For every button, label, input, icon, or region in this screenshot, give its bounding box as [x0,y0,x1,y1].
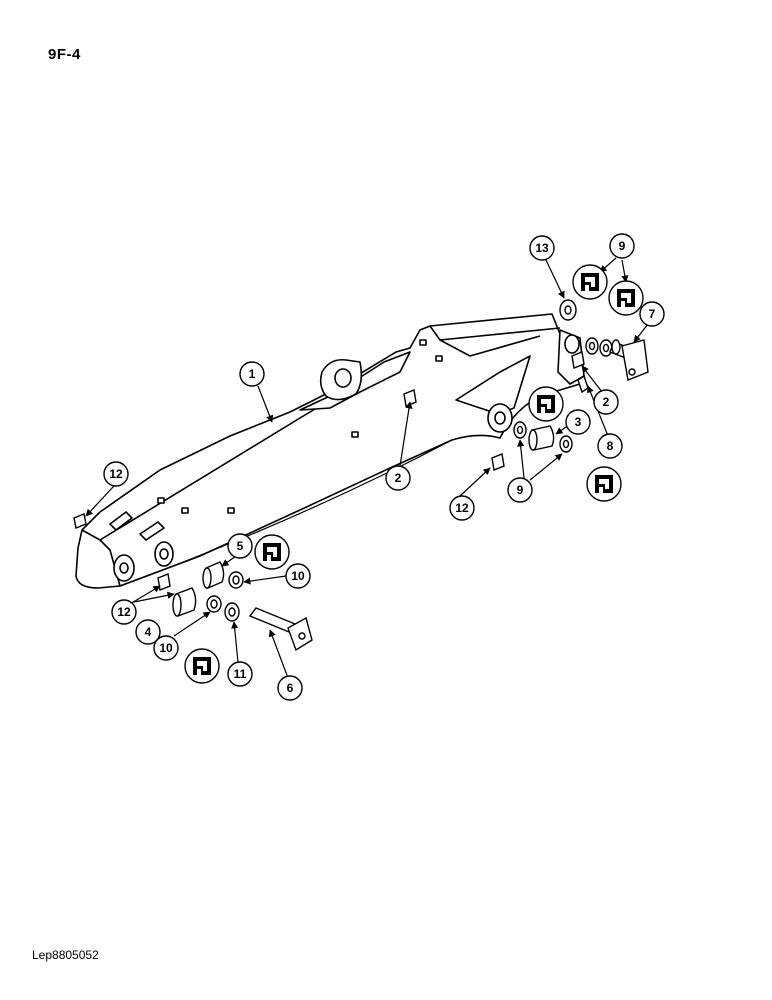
seal-symbols [184,264,644,684]
callout-12c: 12 [449,495,475,521]
page-code: 9F-4 [48,46,81,63]
fitting-rear [571,351,585,369]
grease-nipple-front-bottom [157,573,171,591]
seal-symbol-icon [184,648,220,684]
svg-text:8: 8 [607,439,614,453]
svg-text:10: 10 [291,569,305,583]
callout-2b: 2 [593,389,619,415]
grease-nipple-rear [491,453,505,471]
seal-symbol-icon [528,386,564,422]
svg-text:12: 12 [455,501,469,515]
parts [73,299,649,652]
grease-nipple-front-top [73,513,87,529]
boom-arm [75,313,585,589]
callout-1: 1 [239,361,265,387]
callout-8: 8 [597,433,623,459]
svg-text:13: 13 [535,241,549,255]
bolt-8 [577,374,589,394]
callout-10b: 10 [153,635,179,661]
svg-text:12: 12 [109,467,123,481]
seal-symbol-icon [254,534,290,570]
seal-symbol-icon [608,280,644,316]
callout-13: 13 [529,235,555,261]
svg-text:10: 10 [159,641,173,655]
svg-text:1: 1 [249,367,256,381]
svg-text:12: 12 [117,605,131,619]
callout-12a: 12 [103,461,129,487]
callout-9b: 9 [507,477,533,503]
callout-7: 7 [639,301,665,327]
callout-11: 11 [227,661,253,687]
callout-10a: 10 [285,563,311,589]
svg-text:2: 2 [395,471,402,485]
svg-text:9: 9 [517,483,524,497]
leader-lines [85,257,649,679]
seal-symbol-icon [586,466,622,502]
svg-text:3: 3 [575,415,582,429]
svg-text:6: 6 [287,681,294,695]
svg-text:4: 4 [145,625,152,639]
callout-4: 4 [135,619,161,645]
callout-5: 5 [227,533,253,559]
document-reference: Lep8805052 [32,948,99,962]
callout-3: 3 [565,409,591,435]
callout-12b: 12 [111,599,137,625]
callout-6: 6 [277,675,303,701]
callouts: 1 2 2 3 4 5 6 7 8 9 9 10 10 11 12 12 12 … [103,233,665,701]
svg-text:9: 9 [619,239,626,253]
svg-text:7: 7 [649,307,656,321]
callout-2a: 2 [385,465,411,491]
svg-text:2: 2 [603,395,610,409]
seal-symbol-icon [572,264,608,300]
svg-text:5: 5 [237,539,244,553]
callout-9a: 9 [609,233,635,259]
svg-text:11: 11 [234,667,247,681]
